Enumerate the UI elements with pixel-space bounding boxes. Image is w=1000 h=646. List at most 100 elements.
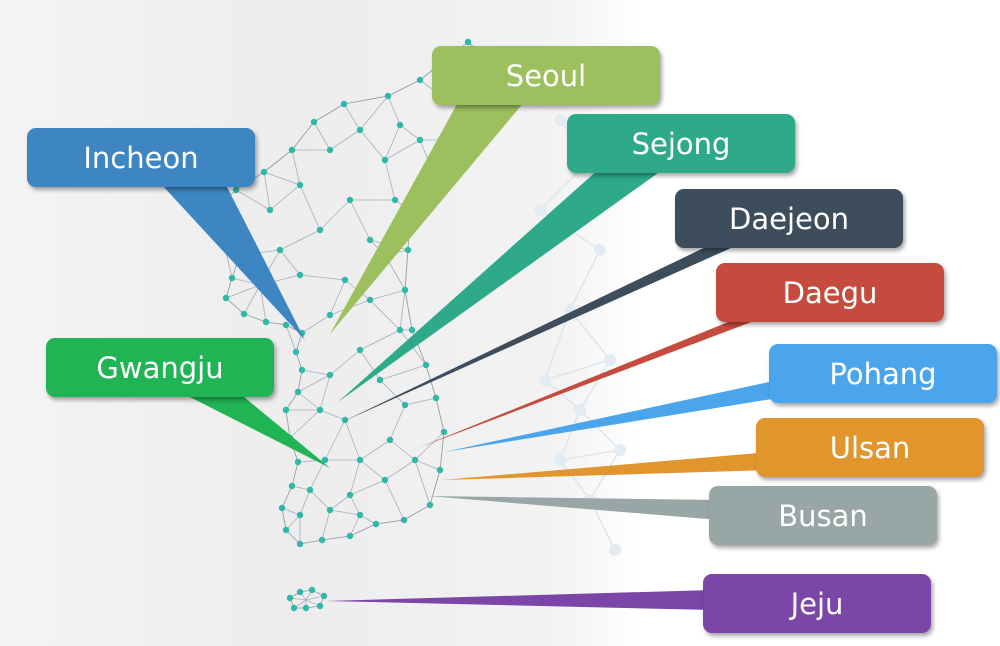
callout-pointers: [162, 95, 778, 610]
network-node: [381, 476, 389, 484]
network-node: [396, 326, 404, 334]
network-node: [396, 121, 404, 129]
network-link: [321, 509, 331, 541]
faint-link: [559, 459, 591, 501]
network-link: [309, 489, 331, 511]
label-daejeon: Daejeon: [675, 189, 903, 248]
network-link: [279, 229, 321, 251]
network-node: [464, 38, 472, 46]
network-link: [321, 535, 351, 541]
network-link: [403, 504, 431, 521]
label-seoul: Seoul: [432, 46, 660, 105]
network-link: [344, 419, 361, 461]
network-link: [359, 439, 391, 461]
faint-link: [579, 409, 621, 451]
network-node: [296, 511, 304, 519]
network-node: [308, 586, 316, 594]
network-node: [294, 458, 302, 466]
pointer-gwangju: [180, 392, 330, 468]
network-link: [285, 514, 301, 531]
network-link: [359, 459, 386, 481]
faint-node: [614, 444, 626, 456]
faint-link: [544, 379, 581, 411]
network-link: [343, 95, 389, 105]
network-node: [326, 371, 334, 379]
faint-node: [539, 374, 551, 386]
network-link: [384, 139, 421, 161]
network-node: [372, 520, 380, 528]
network-node: [282, 406, 290, 414]
network-link: [299, 274, 346, 281]
network-link: [359, 329, 401, 351]
network-link: [414, 459, 441, 471]
network-node: [266, 206, 274, 214]
network-node: [356, 511, 364, 519]
network-node: [318, 536, 326, 544]
label-gwangju: Gwangju: [46, 338, 274, 397]
network-node: [228, 274, 236, 282]
network-link: [299, 489, 311, 516]
network-link: [319, 409, 346, 421]
label-incheon: Incheon: [27, 128, 255, 187]
network-link: [429, 469, 441, 506]
network-node: [316, 226, 324, 234]
network-node: [232, 186, 240, 194]
network-node: [316, 602, 324, 610]
network-link: [343, 103, 361, 131]
network-node: [296, 181, 304, 189]
network-node: [426, 501, 434, 509]
network-link: [404, 289, 413, 331]
label-pohang: Pohang: [769, 344, 997, 403]
network-link: [414, 459, 431, 506]
network-link: [329, 509, 361, 516]
network-link: [349, 523, 377, 537]
network-link: [243, 313, 267, 323]
faint-node: [609, 544, 621, 556]
network-node: [356, 456, 364, 464]
network-link: [281, 507, 301, 516]
network-link: [225, 277, 233, 299]
network-link: [329, 129, 361, 151]
network-link: [313, 103, 345, 123]
network-link: [279, 249, 301, 276]
faint-link: [569, 309, 611, 361]
faint-link: [569, 249, 601, 311]
network-node: [296, 271, 304, 279]
network-node: [366, 236, 374, 244]
network-node: [411, 456, 419, 464]
network-link: [263, 171, 301, 186]
network-node: [401, 401, 409, 409]
label-daegu: Daegu: [716, 263, 944, 322]
network-link: [243, 284, 261, 315]
network-node: [416, 136, 424, 144]
network-link: [299, 184, 321, 231]
label-ulsan: Ulsan: [756, 418, 984, 477]
network-node: [292, 348, 300, 356]
pointer-seoul: [330, 95, 530, 334]
network-node: [404, 246, 412, 254]
network-link: [313, 121, 331, 151]
network-node: [262, 318, 270, 326]
network-node: [320, 592, 328, 600]
network-link: [384, 124, 401, 161]
network-link: [319, 374, 331, 411]
network-link: [349, 479, 386, 496]
network-node: [440, 428, 448, 436]
label-busan: Busan: [709, 486, 937, 545]
pointer-ulsan: [442, 452, 770, 480]
network-link: [281, 485, 293, 509]
network-link: [369, 299, 401, 331]
network-link: [387, 95, 401, 126]
faint-node: [554, 454, 566, 466]
network-node: [326, 146, 334, 154]
network-node: [302, 604, 310, 612]
network-link: [291, 121, 315, 151]
faint-node: [604, 354, 616, 366]
network-node: [400, 516, 408, 524]
network-link: [349, 514, 361, 537]
network-link: [291, 149, 301, 186]
network-link: [384, 459, 416, 481]
network-link: [384, 159, 396, 201]
network-node: [432, 394, 440, 402]
